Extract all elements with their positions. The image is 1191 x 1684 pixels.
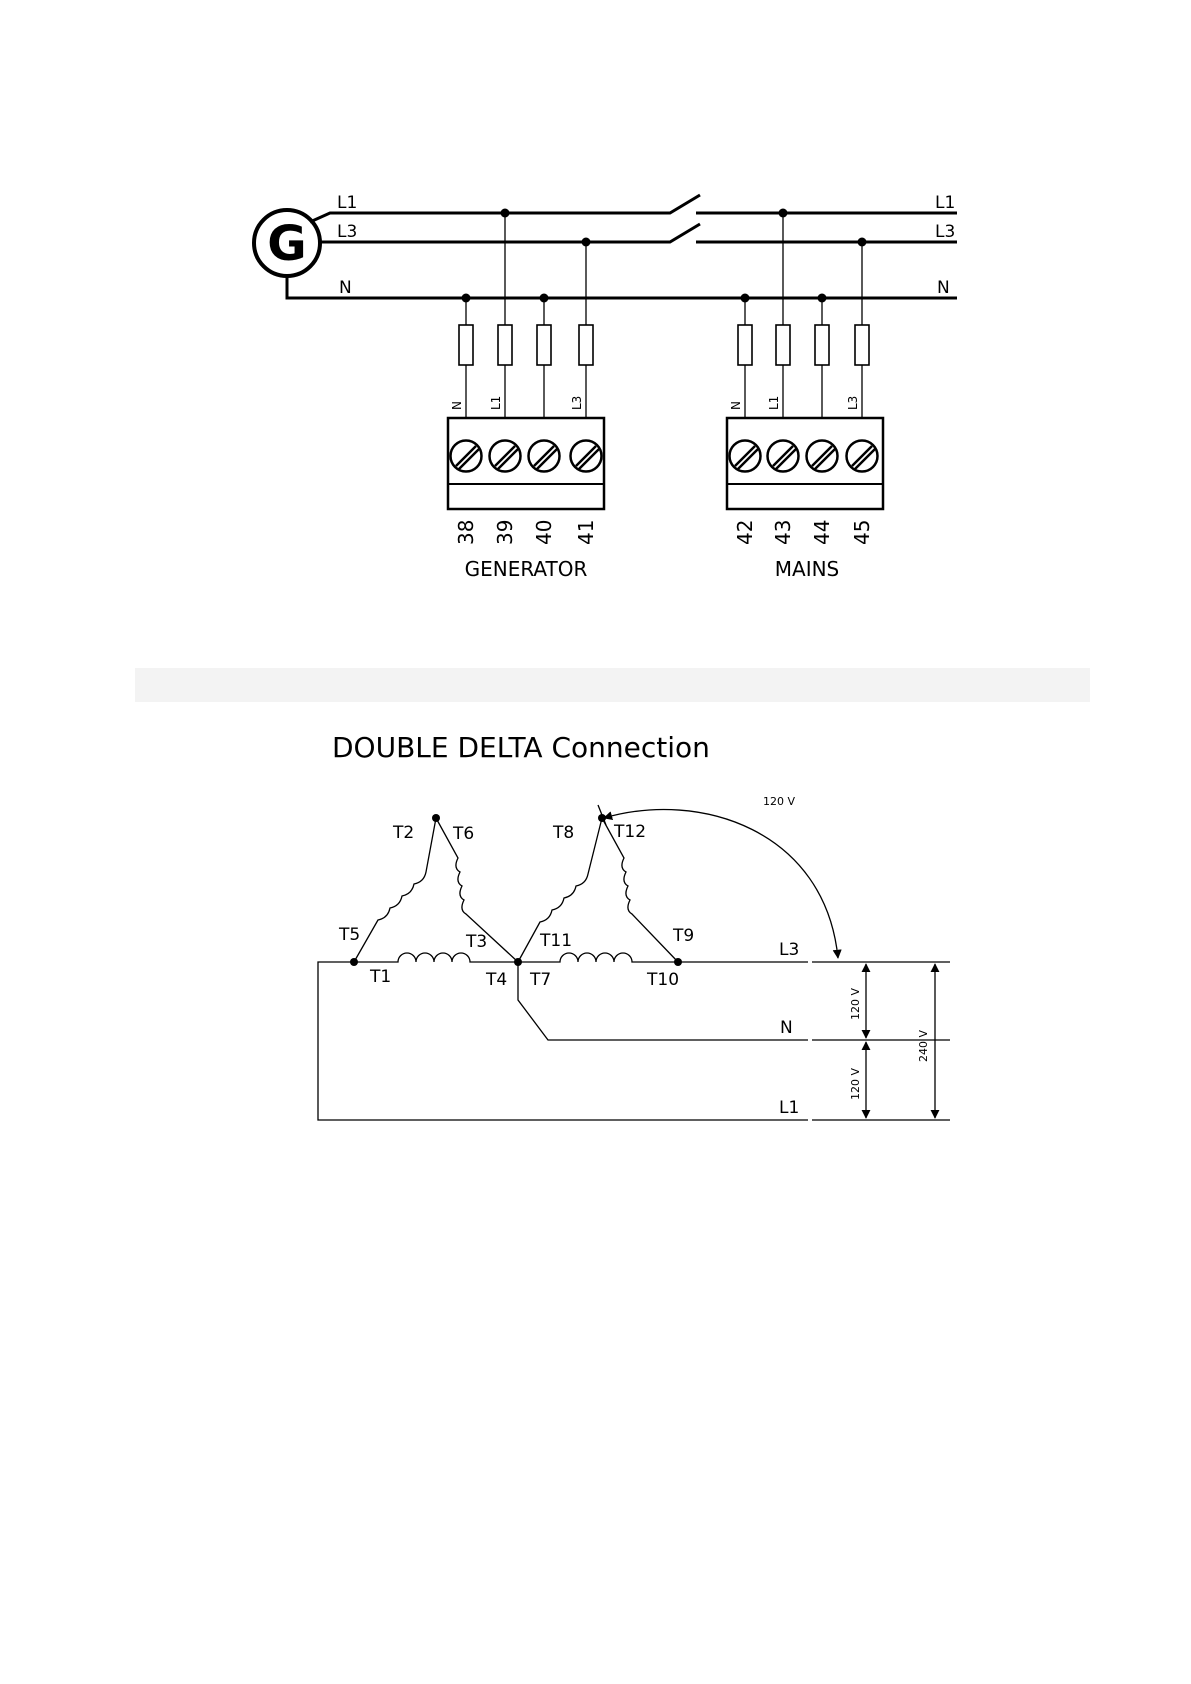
- left-delta-windings: [350, 814, 522, 966]
- gen-wire-label-2: L1: [489, 396, 503, 410]
- generator-terminal-block: [448, 418, 604, 509]
- label-mains-l3: L3: [935, 222, 955, 242]
- fuse-icon: [738, 325, 752, 365]
- lower-voltage-label: 120 V: [849, 1068, 862, 1100]
- terminal-label-t4: T4: [485, 970, 507, 990]
- label-gen-l1: L1: [337, 193, 357, 213]
- generator-mains-wiring-diagram: G L1 L3 N L1 L3 N: [254, 193, 957, 581]
- label-gen-l3: L3: [337, 222, 357, 242]
- line-label-n: N: [780, 1018, 793, 1038]
- generator-letter: G: [267, 216, 306, 272]
- screw-terminal-icon: [730, 441, 761, 472]
- screw-terminal-icon: [847, 441, 878, 472]
- arc-voltage-label: 120 V: [763, 795, 795, 808]
- terminal-number-43: 43: [771, 520, 795, 545]
- mains-wire-label-1: N: [729, 401, 743, 410]
- terminal-label-t1: T1: [369, 967, 391, 987]
- label-mains-l1: L1: [935, 193, 955, 213]
- screw-terminal-icon: [571, 441, 602, 472]
- terminal-number-40: 40: [532, 520, 556, 545]
- terminal-number-38: 38: [454, 520, 478, 545]
- label-gen-n: N: [339, 278, 352, 298]
- fuse-icon: [815, 325, 829, 365]
- terminal-label-t6: T6: [452, 824, 474, 844]
- fuse-icon: [776, 325, 790, 365]
- terminal-number-42: 42: [733, 520, 757, 545]
- upper-voltage-label: 120 V: [849, 988, 862, 1020]
- terminal-label-t9: T9: [672, 926, 694, 946]
- mains-wire-label-2: L1: [767, 396, 781, 410]
- fuse-icon: [855, 325, 869, 365]
- terminal-number-44: 44: [810, 520, 834, 545]
- terminal-label-t2: T2: [392, 823, 414, 843]
- line-label-l1: L1: [779, 1098, 799, 1118]
- fuse-icon: [537, 325, 551, 365]
- generator-symbol: G: [254, 210, 320, 276]
- screw-terminal-icon: [768, 441, 799, 472]
- gen-wire-label-4: L3: [570, 396, 584, 410]
- screw-terminal-icon: [529, 441, 560, 472]
- generator-drop-wires: [459, 209, 593, 419]
- fuse-icon: [579, 325, 593, 365]
- terminal-number-39: 39: [493, 520, 517, 545]
- terminal-label-t5: T5: [338, 925, 360, 945]
- mains-group-label: MAINS: [775, 557, 840, 581]
- screw-terminal-icon: [490, 441, 521, 472]
- terminal-label-t12: T12: [613, 822, 646, 842]
- terminal-label-t8: T8: [552, 823, 574, 843]
- diagram-title: DOUBLE DELTA Connection: [332, 731, 710, 764]
- label-mains-n: N: [937, 278, 950, 298]
- screw-terminal-icon: [451, 441, 482, 472]
- total-voltage-label: 240 V: [917, 1030, 930, 1062]
- line-label-l3: L3: [779, 940, 799, 960]
- terminal-number-41: 41: [574, 520, 598, 545]
- mains-wire-label-4: L3: [846, 396, 860, 410]
- terminal-label-t3: T3: [465, 932, 487, 952]
- terminal-number-45: 45: [850, 520, 874, 545]
- fuse-icon: [459, 325, 473, 365]
- mains-drop-wires: [738, 209, 869, 419]
- screw-terminal-icon: [807, 441, 838, 472]
- terminal-label-t10: T10: [646, 970, 679, 990]
- generator-group-label: GENERATOR: [465, 557, 588, 581]
- terminal-label-t11: T11: [539, 931, 572, 951]
- terminal-label-t7: T7: [529, 970, 551, 990]
- fuse-icon: [498, 325, 512, 365]
- gen-wire-label-1: N: [450, 401, 464, 410]
- bus-lines: [287, 195, 957, 298]
- double-delta-diagram: DOUBLE DELTA Connection: [318, 731, 950, 1120]
- mains-terminal-block: [727, 418, 883, 509]
